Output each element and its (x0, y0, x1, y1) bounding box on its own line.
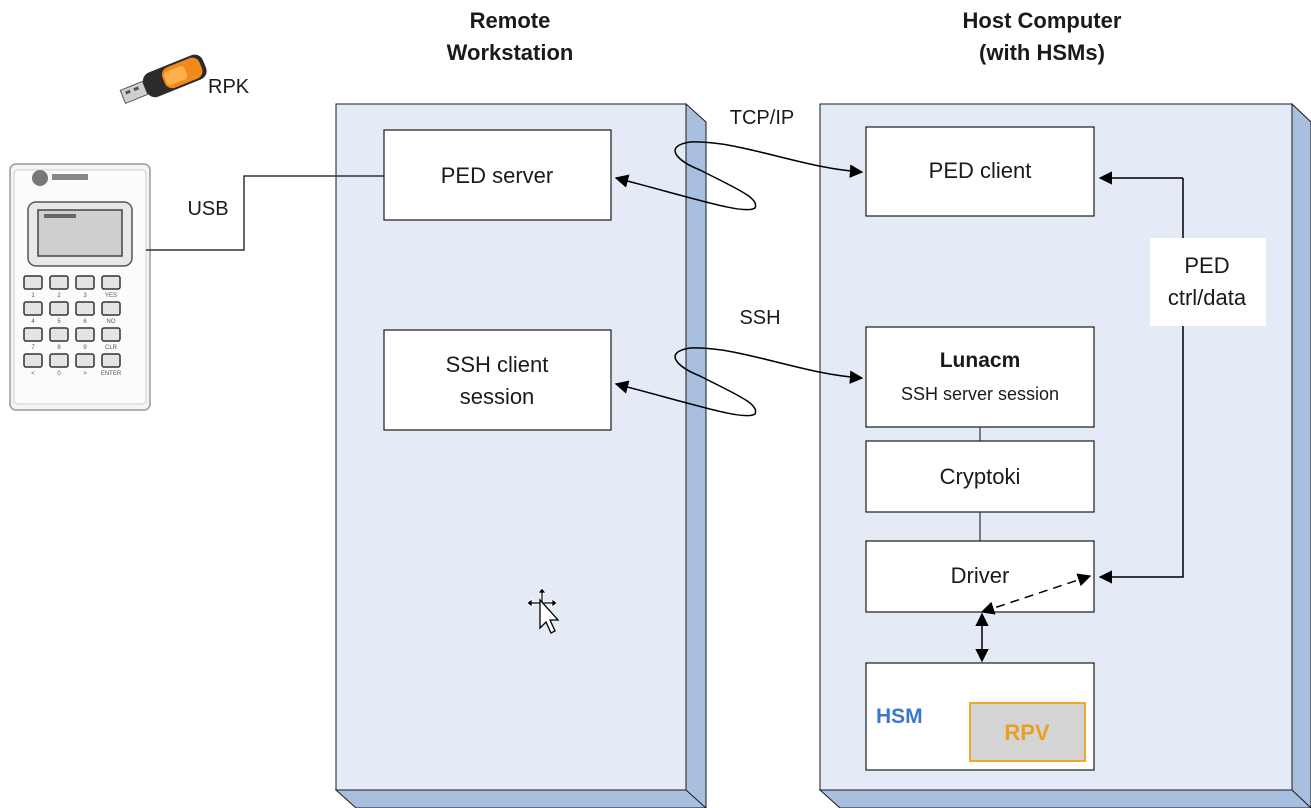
keypad-key (23, 301, 43, 316)
keypad-key (101, 301, 121, 316)
keypad-key-label: 2 (57, 293, 61, 299)
tcpip-label: TCP/IP (730, 107, 794, 129)
driver-box: Driver (865, 540, 1095, 613)
keypad-key (49, 301, 69, 316)
keypad-key-label: YES (105, 293, 117, 299)
tcpip-connection-loop (614, 141, 864, 211)
cryptoki-box: Cryptoki (865, 440, 1095, 513)
driver-ped-dashed-arrow (980, 573, 1092, 615)
keypad-key (75, 301, 95, 316)
ped-client-label: PED client (929, 158, 1032, 183)
ped-keypad: 1 2 3 YES 4 5 6 NO 7 8 9 CLR <0 > ENTER (23, 275, 122, 377)
keypad-key-label: 3 (83, 293, 87, 299)
host-header-line1: Host Computer (963, 8, 1122, 33)
rpv-box (969, 702, 1086, 762)
hsm-label: HSM (876, 705, 923, 728)
host-header-line2: (with HSMs) (979, 40, 1105, 65)
keypad-key (23, 327, 43, 342)
rpk-usb-key-icon (119, 54, 207, 105)
lunacm-box: Lunacm SSH server session (865, 326, 1095, 428)
keypad-key (101, 353, 121, 368)
ssh-connection-loop (614, 347, 864, 417)
keypad-key (75, 327, 95, 342)
keypad-key-label: 5 (57, 319, 61, 325)
keypad-key (23, 353, 43, 368)
keypad-key-label: 9 (83, 345, 87, 351)
driver-label: Driver (951, 563, 1010, 588)
keypad-key (49, 353, 69, 368)
ped-ctrl-label-line1: PED (1184, 253, 1229, 278)
ped-device-icon: 1 2 3 YES 4 5 6 NO 7 8 9 CLR <0 > ENTER (9, 163, 151, 411)
ssh-client-label-line1: SSH client (446, 352, 549, 377)
ped-server-box: PED server (383, 129, 612, 221)
ped-ctrl-data-label-bg (1150, 238, 1266, 326)
keypad-key (49, 327, 69, 342)
keypad-key-label: NO (107, 319, 116, 325)
rpk-label: RPK (208, 76, 250, 98)
keypad-key-label: ENTER (101, 371, 122, 377)
keypad-key-label: 1 (31, 293, 35, 299)
keypad-key (23, 275, 43, 290)
ped-server-label: PED server (441, 163, 553, 188)
keypad-key (101, 275, 121, 290)
keypad-key (49, 275, 69, 290)
keypad-key-label: 8 (57, 345, 61, 351)
usb-connection-line (146, 175, 384, 251)
keypad-key (75, 353, 95, 368)
ssh-client-session-box: SSH client session (383, 329, 612, 431)
hsm-box: HSM RPV (865, 662, 1095, 771)
keypad-key-label: CLR (105, 345, 118, 351)
keypad-key-label: < (31, 371, 35, 377)
rpv-label: RPV (1004, 720, 1050, 745)
keypad-key-label: 7 (31, 345, 35, 351)
ped-client-box: PED client (865, 126, 1095, 217)
usb-label: USB (187, 198, 228, 220)
lunacm-title: Lunacm (940, 349, 1021, 372)
ssh-client-label-line2: session (460, 384, 535, 409)
ssh-label: SSH (739, 307, 780, 329)
cryptoki-label: Cryptoki (940, 464, 1021, 489)
move-cursor-icon (526, 587, 560, 634)
keypad-key (101, 327, 121, 342)
keypad-key-label: > (83, 371, 87, 377)
keypad-key-label: 6 (83, 319, 87, 325)
ped-ctrl-label-line2: ctrl/data (1168, 285, 1247, 310)
keypad-key-label: 4 (31, 319, 35, 325)
remote-header-line1: Remote (470, 8, 551, 33)
keypad-key-label: 0 (57, 371, 61, 377)
keypad-key (75, 275, 95, 290)
remote-header-line2: Workstation (447, 40, 574, 65)
lunacm-subtitle: SSH server session (901, 384, 1059, 404)
